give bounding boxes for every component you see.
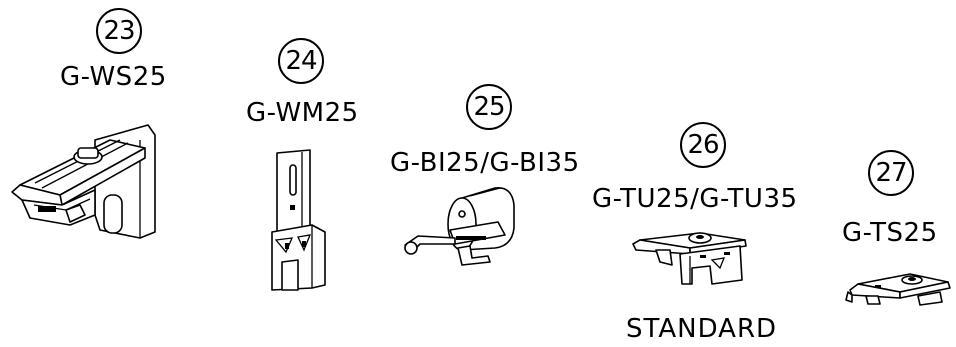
part-number-badge: 27 [868, 150, 914, 196]
part-code-label: G-TS25 [842, 218, 938, 248]
standard-caption: STANDARD [626, 314, 778, 344]
part-code-label: G-BI25/G-BI35 [390, 148, 580, 178]
part-number-badge: 26 [680, 122, 726, 168]
part-code-label: G-TU25/G-TU35 [592, 184, 798, 214]
part-code-label: G-WS25 [60, 62, 167, 92]
part-number-badge: 24 [278, 38, 324, 84]
part-code-label: G-WM25 [246, 98, 359, 128]
part-number-badge: 23 [96, 8, 142, 54]
part-number-badge: 25 [466, 84, 512, 130]
